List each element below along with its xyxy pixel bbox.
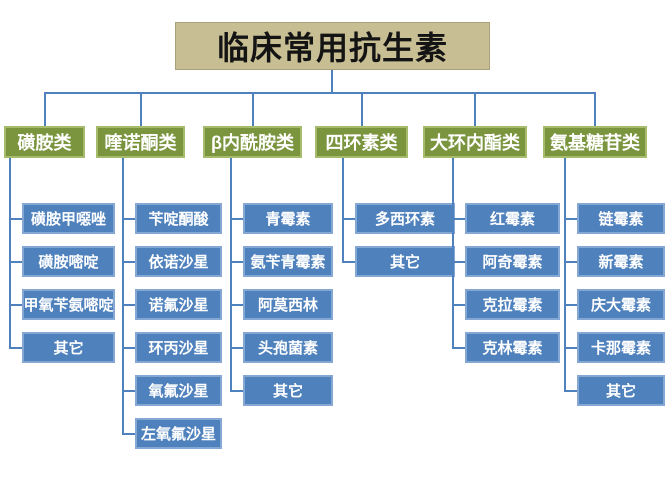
category-node: 氨基糖苷类 xyxy=(543,126,647,158)
category-node: 磺胺类 xyxy=(4,126,85,158)
connector-drop xyxy=(43,92,46,126)
item-node: 阿奇霉素 xyxy=(452,246,560,277)
item-node: 克林霉素 xyxy=(452,332,560,363)
item-list: 链霉素新霉素庆大霉素卡那霉素其它 xyxy=(564,158,665,406)
item-list: 青霉素氨苄青霉素阿莫西林头孢菌素其它 xyxy=(230,158,333,406)
item-node: 庆大霉素 xyxy=(564,289,665,320)
category-node: 大环内酯类 xyxy=(423,126,527,158)
category-column: 磺胺类磺胺甲噁唑磺胺嘧啶甲氧苄氨嘧啶其它 xyxy=(4,126,115,363)
item-node: 磺胺嘧啶 xyxy=(9,246,115,277)
item-node: 依诺沙星 xyxy=(122,246,222,277)
item-node: 甲氧苄氨嘧啶 xyxy=(9,289,115,320)
item-list: 红霉素阿奇霉素克拉霉素克林霉素 xyxy=(452,158,560,363)
item-node: 环丙沙星 xyxy=(122,332,222,363)
category-node: 喹诺酮类 xyxy=(96,126,185,158)
connector-drop xyxy=(360,92,363,126)
category-node: 四环素类 xyxy=(315,126,408,158)
diagram-title: 临床常用抗生素 xyxy=(175,22,490,70)
item-node: 其它 xyxy=(230,375,333,406)
category-column: β内酰胺类青霉素氨苄青霉素阿莫西林头孢菌素其它 xyxy=(203,126,333,406)
item-node: 卡那霉素 xyxy=(564,332,665,363)
item-node: 其它 xyxy=(9,332,115,363)
category-column: 大环内酯类红霉素阿奇霉素克拉霉素克林霉素 xyxy=(423,126,560,363)
item-node: 头孢菌素 xyxy=(230,332,333,363)
connector-horizontal-line xyxy=(44,92,596,94)
connector-drop xyxy=(139,92,142,126)
category-column: 喹诺酮类苄啶酮酸依诺沙星诺氟沙星环丙沙星氧氟沙星左氧氟沙星 xyxy=(96,126,222,449)
item-node: 左氧氟沙星 xyxy=(122,418,222,449)
item-list: 磺胺甲噁唑磺胺嘧啶甲氧苄氨嘧啶其它 xyxy=(9,158,115,363)
category-column: 氨基糖苷类链霉素新霉素庆大霉素卡那霉素其它 xyxy=(543,126,665,406)
item-node: 其它 xyxy=(564,375,665,406)
item-node: 磺胺甲噁唑 xyxy=(9,203,115,234)
item-node: 诺氟沙星 xyxy=(122,289,222,320)
connector-drop xyxy=(594,92,596,126)
item-node: 氨苄青霉素 xyxy=(230,246,333,277)
category-node: β内酰胺类 xyxy=(203,126,302,158)
item-node: 苄啶酮酸 xyxy=(122,203,222,234)
item-node: 氧氟沙星 xyxy=(122,375,222,406)
connector-title-stub xyxy=(331,70,333,92)
item-node: 阿莫西林 xyxy=(230,289,333,320)
connector-drop xyxy=(474,92,476,126)
item-list: 苄啶酮酸依诺沙星诺氟沙星环丙沙星氧氟沙星左氧氟沙星 xyxy=(122,158,222,449)
item-node: 青霉素 xyxy=(230,203,333,234)
item-node: 多西环素 xyxy=(342,203,455,234)
item-node: 链霉素 xyxy=(564,203,665,234)
category-column: 四环素类多西环素其它 xyxy=(315,126,455,277)
item-node: 新霉素 xyxy=(564,246,665,277)
connector-drop xyxy=(251,92,254,126)
item-node: 克拉霉素 xyxy=(452,289,560,320)
item-node: 红霉素 xyxy=(452,203,560,234)
